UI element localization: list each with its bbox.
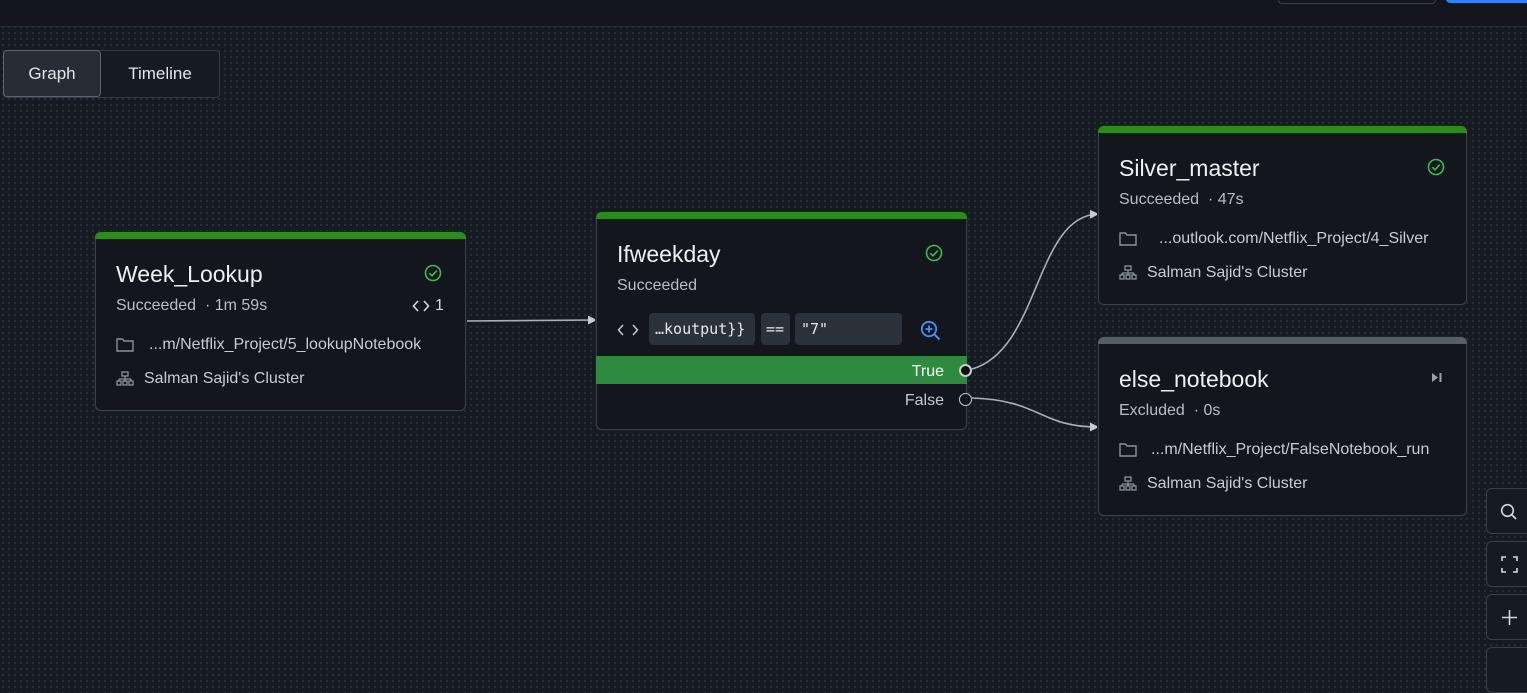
status-bar bbox=[596, 212, 967, 219]
task-title: Ifweekday bbox=[617, 241, 721, 267]
zoom-out-button[interactable] bbox=[1486, 647, 1527, 693]
zoom-in-icon bbox=[1502, 610, 1517, 625]
task-status: Succeeded bbox=[617, 277, 698, 294]
condition-right-operand[interactable]: "7" bbox=[795, 313, 902, 345]
task-status-line: Excluded · 0s bbox=[1119, 402, 1220, 420]
dependency-edges bbox=[465, 209, 1099, 432]
condition-left-operand[interactable]: …koutput}} bbox=[649, 313, 755, 345]
zoom-plus-icon[interactable] bbox=[920, 320, 941, 341]
check-circle-icon bbox=[1427, 158, 1445, 176]
true-branch-row[interactable] bbox=[596, 356, 967, 384]
folder-icon bbox=[1119, 443, 1137, 457]
edge-week-lookup-to-ifweekday bbox=[465, 315, 597, 325]
cluster-icon bbox=[116, 371, 134, 386]
notebook-path[interactable]: ...outlook.com/Netflix_Project/4_Silver bbox=[1159, 230, 1429, 247]
zoom-in-button[interactable] bbox=[1486, 594, 1527, 640]
edge-false-to-else-notebook bbox=[971, 397, 1099, 432]
view-tabs: Graph Timeline bbox=[3, 50, 220, 98]
task-status: Succeeded bbox=[116, 297, 197, 314]
task-title: else_notebook bbox=[1119, 366, 1269, 392]
search-icon bbox=[1500, 503, 1517, 520]
cluster-name[interactable]: Salman Sajid's Cluster bbox=[1147, 264, 1308, 281]
task-title: Week_Lookup bbox=[116, 261, 263, 287]
notebook-path[interactable]: ...m/Netflix_Project/FalseNotebook_run bbox=[1151, 441, 1430, 458]
task-status: Excluded bbox=[1119, 402, 1185, 419]
task-node-else-notebook[interactable]: else_notebook Excluded · 0s ...m/Netflix… bbox=[1098, 337, 1467, 516]
tab-graph[interactable]: Graph bbox=[3, 50, 101, 97]
toolbar-primary-button[interactable] bbox=[1446, 0, 1527, 3]
task-status-line: Succeeded · 1m 59s bbox=[116, 297, 267, 315]
notebook-path[interactable]: ...m/Netflix_Project/5_lookupNotebook bbox=[149, 336, 422, 353]
cluster-name[interactable]: Salman Sajid's Cluster bbox=[144, 370, 305, 387]
false-output-port[interactable] bbox=[959, 393, 972, 406]
task-title: Silver_master bbox=[1119, 155, 1260, 181]
true-branch-label: True bbox=[911, 363, 944, 380]
task-status-line: Succeeded · 47s bbox=[1119, 191, 1244, 209]
edge-true-to-silver-master bbox=[971, 209, 1099, 370]
tab-timeline[interactable]: Timeline bbox=[128, 64, 192, 83]
cluster-icon bbox=[1119, 476, 1137, 491]
task-node-silver-master[interactable]: Silver_master Succeeded · 47s ...outlook… bbox=[1098, 126, 1467, 305]
fit-view-icon bbox=[1501, 556, 1518, 573]
task-node-ifweekday[interactable]: Ifweekday Succeeded …koutput}} == "7" Tr… bbox=[596, 212, 972, 430]
folder-icon bbox=[1119, 232, 1137, 246]
cluster-name[interactable]: Salman Sajid's Cluster bbox=[1147, 475, 1308, 492]
code-brackets-icon bbox=[617, 324, 639, 336]
task-duration: · 47s bbox=[1207, 191, 1244, 208]
param-count: 1 bbox=[435, 297, 444, 314]
false-branch-label: False bbox=[904, 392, 944, 409]
status-bar bbox=[1098, 337, 1467, 344]
check-circle-icon bbox=[424, 264, 442, 282]
skip-icon bbox=[1432, 373, 1442, 382]
code-brackets-icon bbox=[412, 300, 430, 312]
task-duration: · 0s bbox=[1193, 402, 1221, 419]
folder-icon bbox=[116, 338, 134, 352]
status-bar bbox=[95, 232, 466, 239]
task-duration: · 1m 59s bbox=[204, 297, 268, 314]
check-circle-icon bbox=[925, 244, 943, 262]
top-toolbar bbox=[0, 0, 1527, 27]
status-bar bbox=[1098, 126, 1467, 133]
task-status: Succeeded bbox=[1119, 191, 1200, 208]
search-button[interactable] bbox=[1486, 488, 1527, 534]
cluster-icon bbox=[1119, 265, 1137, 280]
condition-operator[interactable]: == bbox=[761, 313, 790, 345]
task-node-week-lookup[interactable]: Week_Lookup Succeeded · 1m 59s 1 ...m/Ne… bbox=[95, 232, 466, 411]
true-output-port[interactable] bbox=[959, 364, 972, 377]
fit-view-button[interactable] bbox=[1486, 541, 1527, 587]
